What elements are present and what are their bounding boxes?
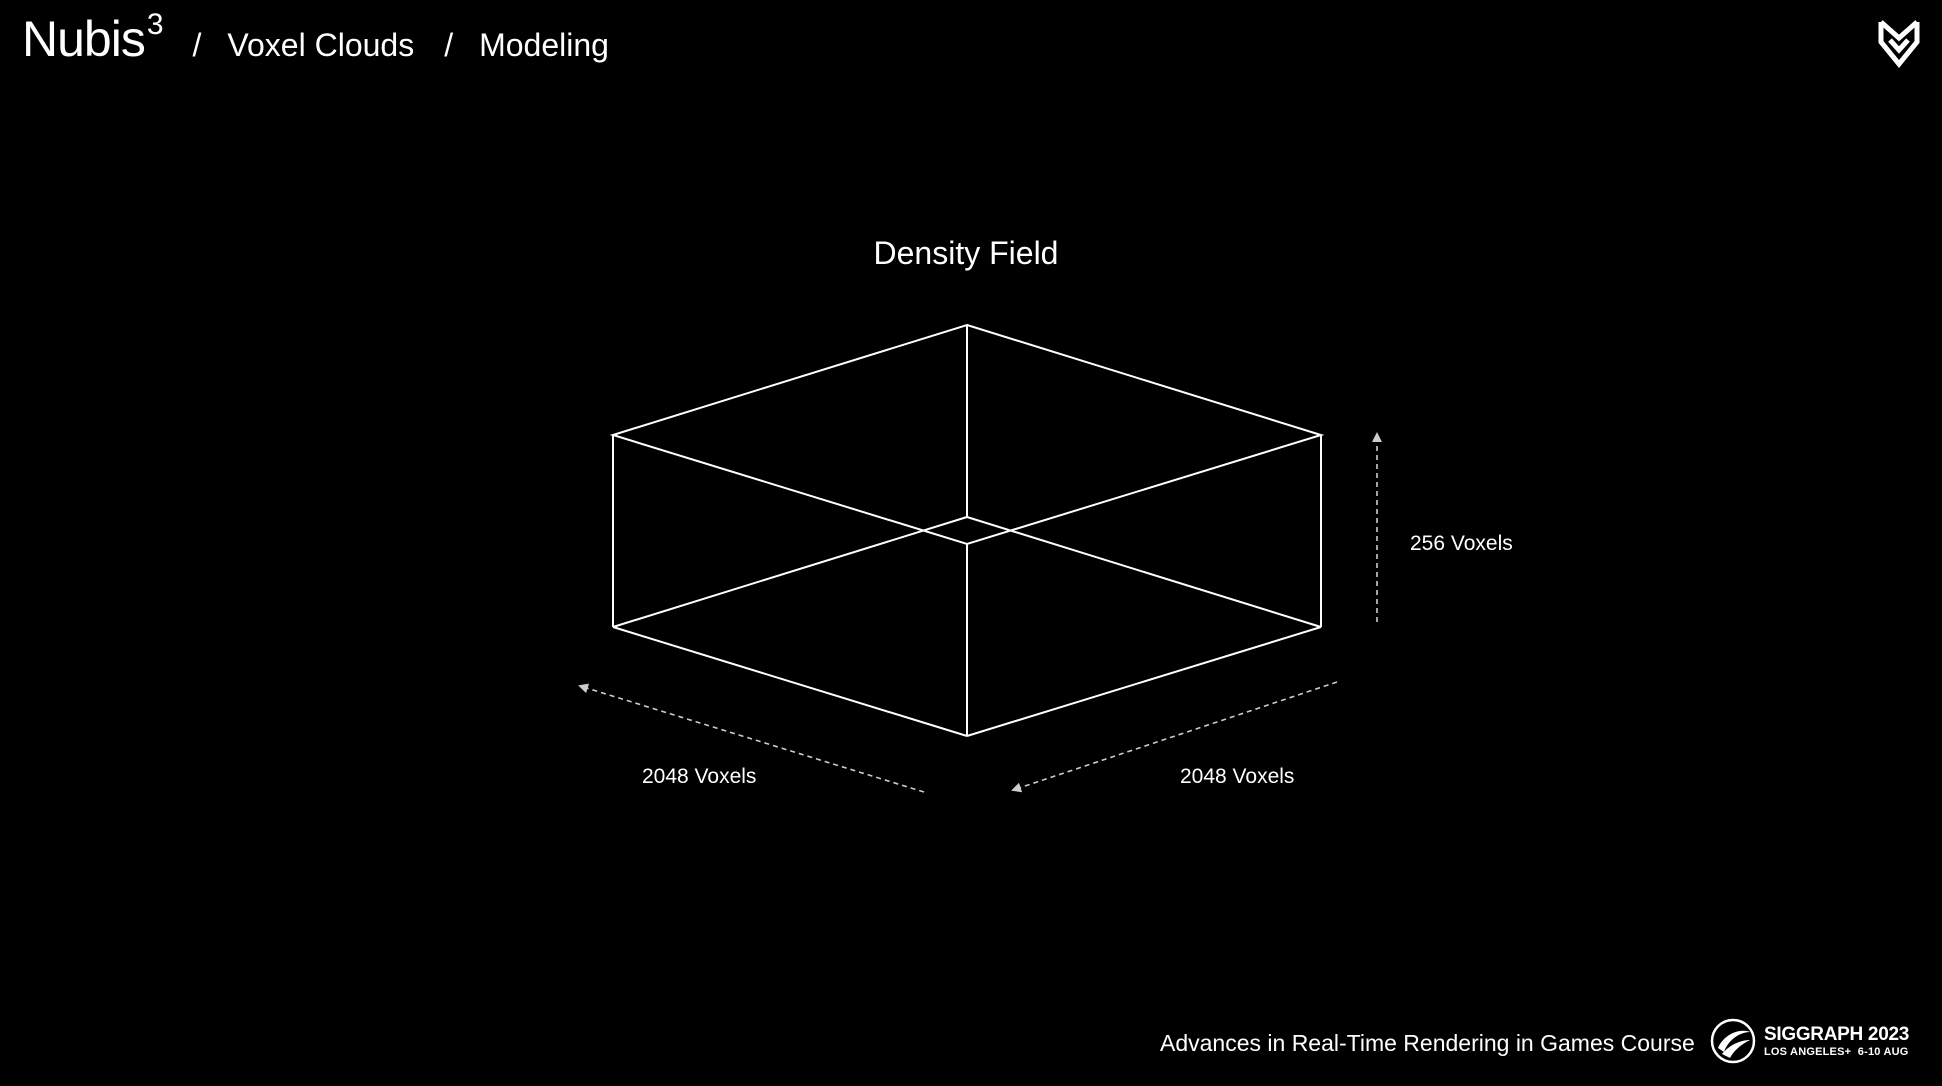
siggraph-badge: SIGGRAPH 2023 LOS ANGELES+ 6-10 AUG (1710, 1018, 1909, 1064)
box-bottom-back-right (966, 516, 1322, 628)
wireframe-box (609, 323, 1325, 737)
course-title: Advances in Real-Time Rendering in Games… (1160, 1030, 1695, 1056)
depth-right-label: 2048 Voxels (1180, 765, 1294, 788)
brand-title: Nubis3 (22, 8, 164, 67)
box-bottom-front-right (966, 626, 1322, 737)
siggraph-name: SIGGRAPH 2023 (1764, 1023, 1909, 1045)
depth-left-label: 2048 Voxels (642, 765, 756, 788)
breadcrumb-separator: / (192, 27, 202, 63)
chevron-shield-icon (1878, 20, 1920, 68)
breadcrumb-voxel-clouds[interactable]: Voxel Clouds (227, 27, 415, 63)
siggraph-swirl-icon (1710, 1018, 1756, 1064)
breadcrumb-modeling[interactable]: Modeling (479, 27, 609, 63)
dimension-arrows (578, 432, 1382, 793)
box-bottom-back-left (612, 516, 968, 628)
height-label: 256 Voxels (1410, 532, 1513, 555)
brand-superscript: 3 (146, 8, 164, 42)
breadcrumb-separator: / (444, 27, 454, 63)
diagram-title: Density Field (874, 235, 1059, 271)
breadcrumb-header: Nubis3 / Voxel Clouds / Modeling (22, 8, 609, 67)
box-bottom-front-left (612, 626, 968, 737)
depth-right-arrow (1011, 681, 1338, 793)
depth-left-arrow (578, 683, 925, 793)
siggraph-location-dates: LOS ANGELES+ 6-10 AUG (1764, 1045, 1909, 1058)
